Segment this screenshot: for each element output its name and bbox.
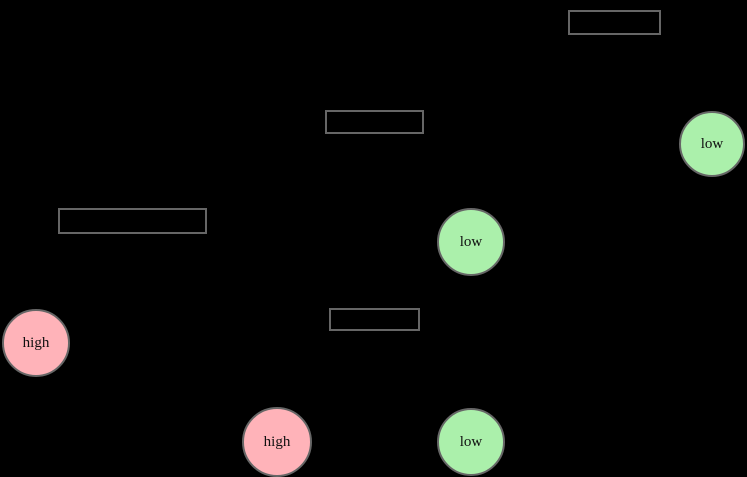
rect-node[interactable] bbox=[58, 208, 207, 234]
circle-node-high[interactable]: high bbox=[2, 309, 70, 377]
rect-node[interactable] bbox=[568, 10, 661, 35]
circle-node-label: low bbox=[459, 433, 483, 450]
circle-node-label: low bbox=[459, 233, 483, 250]
circle-node-label: low bbox=[700, 135, 724, 152]
circle-node-high[interactable]: high bbox=[242, 407, 312, 477]
circle-node-label: high bbox=[263, 433, 291, 450]
circle-node-low[interactable]: low bbox=[437, 208, 505, 276]
rect-node[interactable] bbox=[329, 308, 420, 331]
circle-node-label: high bbox=[22, 334, 50, 351]
rect-node[interactable] bbox=[325, 110, 424, 134]
circle-node-low[interactable]: low bbox=[437, 408, 505, 476]
circle-node-low[interactable]: low bbox=[679, 111, 745, 177]
